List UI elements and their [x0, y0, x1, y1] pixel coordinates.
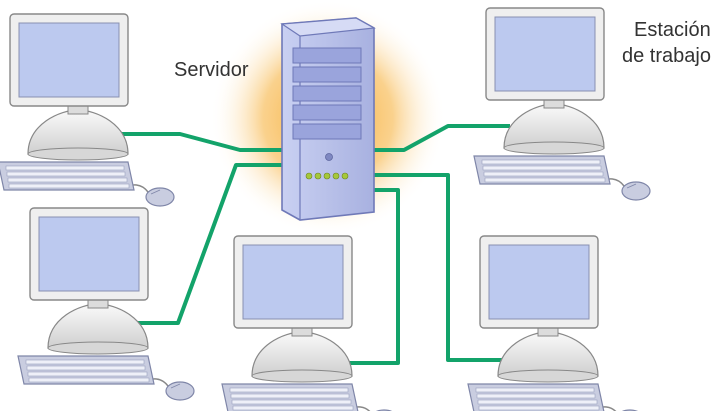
- network-cable-icon: [100, 124, 520, 365]
- workstation-label-line1: Estación: [634, 19, 711, 41]
- workstation-computer-icon: [0, 13, 175, 207]
- workstation-label-line2: de trabajo: [622, 45, 711, 67]
- workstation-computer-icon: [473, 7, 651, 201]
- workstation-computer-icon: [467, 235, 645, 411]
- server-label: Servidor: [174, 59, 249, 81]
- workstation-computer-icon: [221, 235, 399, 411]
- server-tower-icon: [280, 17, 376, 221]
- workstation-computer-icon: [17, 207, 195, 401]
